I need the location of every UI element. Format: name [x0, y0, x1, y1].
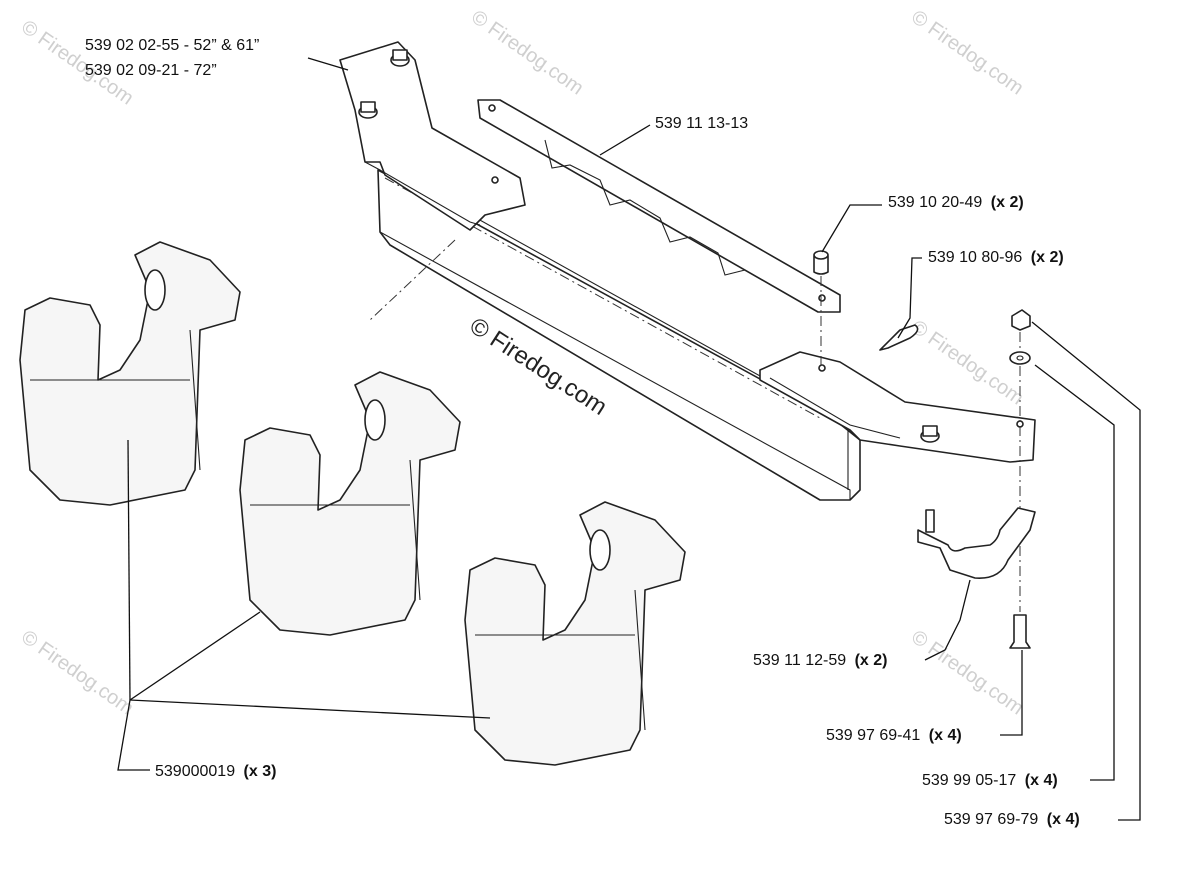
quantity: (x 3) — [244, 763, 277, 780]
part-number: 539 10 20-49 — [888, 194, 982, 211]
label-pin: 539 10 20-49 (x 2) — [888, 194, 1024, 211]
part-number: 539 11 12-59 — [753, 652, 846, 669]
watermark-text: © Firedog.com — [907, 316, 1027, 409]
part-number: 539000019 — [155, 763, 235, 780]
right-mounting-bracket — [759, 351, 1036, 463]
quantity: (x 4) — [1025, 772, 1058, 789]
part-number: 539 97 69-79 — [944, 811, 1038, 828]
label-hair-pin: 539 10 80-96 (x 2) — [928, 249, 1064, 266]
part-number: 539 10 80-96 — [928, 249, 1022, 266]
left-mounting-bracket — [339, 41, 526, 231]
suitcase-weight — [239, 371, 461, 636]
part-labels: 539 02 02-55 - 52” & 61” 539 02 09-21 - … — [85, 37, 1080, 828]
part-number: 539 02 02-55 - 52” & 61” — [85, 37, 259, 54]
label-washer: 539 99 05-17 (x 4) — [922, 772, 1058, 789]
suitcase-weight — [464, 501, 686, 766]
label-bar: 539 11 13-13 — [655, 115, 748, 132]
quantity: (x 2) — [1031, 249, 1064, 266]
label-clamp: 539 11 12-59 (x 2) — [753, 652, 887, 669]
watermark-text: © Firedog.com — [17, 626, 137, 719]
leader-lines — [117, 57, 1141, 821]
label-weight: 539000019 (x 3) — [155, 763, 276, 780]
label-bracket-72: 539 02 09-21 - 72” — [85, 62, 217, 79]
weight-bar-assembly — [339, 41, 1036, 501]
label-bolt: 539 97 69-41 (x 4) — [826, 727, 962, 744]
suitcase-weight — [19, 241, 241, 506]
clevis-pin — [813, 250, 829, 275]
lock-nut — [1011, 309, 1031, 331]
flat-washer — [1009, 351, 1031, 365]
notched-bar — [477, 99, 841, 313]
carriage-bolt — [1009, 614, 1031, 649]
part-number: 539 97 69-41 — [826, 727, 920, 744]
hardware-stack — [1009, 309, 1031, 649]
quantity: (x 2) — [991, 194, 1024, 211]
quantity: (x 4) — [929, 727, 962, 744]
label-nut: 539 97 69-79 (x 4) — [944, 811, 1080, 828]
quantity: (x 4) — [1047, 811, 1080, 828]
part-number: 539 11 13-13 — [655, 115, 748, 132]
part-number: 539 02 09-21 - 72” — [85, 62, 217, 79]
quantity: (x 2) — [855, 652, 888, 669]
watermark-text: © Firedog.com — [907, 6, 1027, 99]
label-bracket-52-61: 539 02 02-55 - 52” & 61” — [85, 37, 259, 54]
watermark-text: © Firedog.com — [467, 6, 587, 99]
watermark-text: © Firedog.com — [907, 626, 1027, 719]
part-number: 539 99 05-17 — [922, 772, 1016, 789]
u-clamp — [917, 507, 1036, 579]
